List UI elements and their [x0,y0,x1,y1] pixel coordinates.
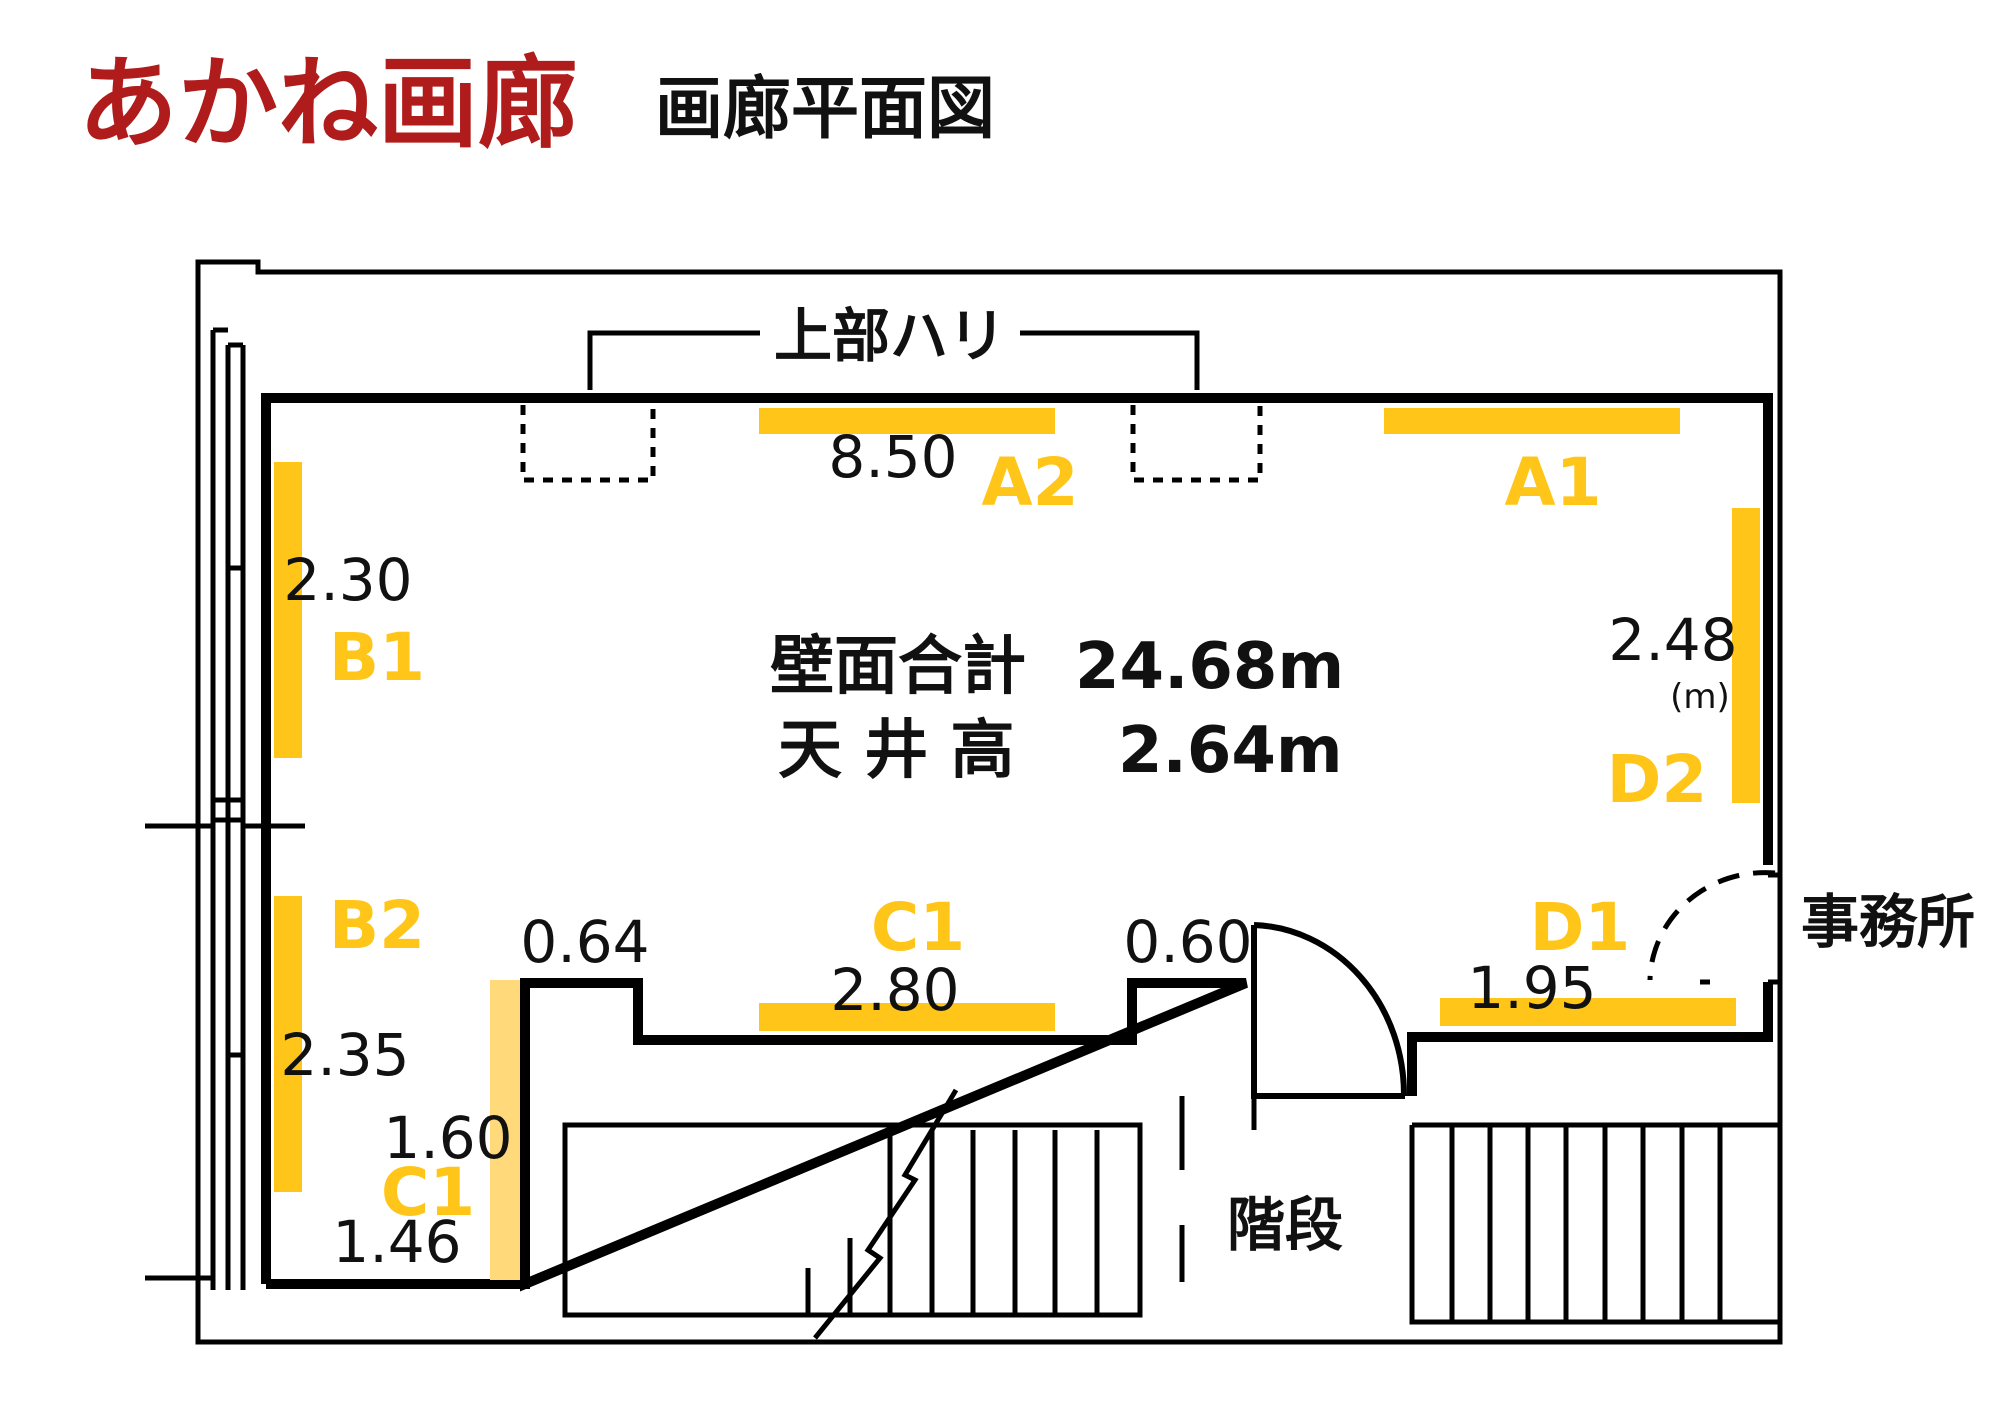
wall-total-value: 24.68m [1075,630,1344,704]
wall-id-d1: D1 [1530,889,1631,966]
office-label: 事務所 [1801,888,1975,956]
left-window-frame [145,327,305,1290]
dim-c1-side: 1.60 [383,1104,512,1172]
beam-label: 上部ハリ [774,302,1006,370]
unit-label: (m) [1670,677,1730,717]
beam-bracket [587,330,1200,390]
dim-c1-bottom: 2.80 [830,956,959,1024]
gallery-wall [261,393,1773,1292]
wall-id-a2: A2 [981,444,1078,521]
dim-left-step: 0.64 [520,908,649,976]
dim-right-step: 0.60 [1123,908,1252,976]
dim-b2: 2.35 [280,1021,409,1089]
building-outline [195,259,1783,1345]
wall-bar-d2 [1732,508,1760,803]
dim-d1: 1.95 [1467,954,1596,1022]
ceiling-value: 2.64m [1118,714,1343,788]
stairs-right [1409,1122,1780,1325]
dim-b1: 2.30 [283,546,412,614]
wall-id-a1: A1 [1504,444,1601,521]
ceiling-label: 天 井 高 [778,714,1015,788]
wall-bar-b1 [274,462,302,758]
dim-a2: 8.50 [828,423,957,491]
wall-bar-d1 [1440,998,1736,1026]
logo-text: あかね画廊 [78,44,578,162]
plan-title: 画廊平面図 [655,69,995,149]
dim-bottom-left: 1.46 [332,1208,461,1276]
dim-d2: 2.48 [1608,606,1737,674]
pillar-left [520,405,656,483]
wall-bar-a2 [759,408,1055,434]
stair-door [1251,922,1408,1130]
wall-bar-b2 [274,896,302,1192]
wall-id-b2: B2 [329,887,425,964]
wall-bar-c1-bottom [759,1003,1055,1031]
wall-bar-a1 [1384,408,1680,434]
wall-id-d2: D2 [1607,741,1708,818]
stairs-left [562,1088,1185,1340]
office-door [1647,870,1780,985]
stairs-label: 階段 [1227,1191,1343,1259]
wall-id-c1-side: C1 [381,1154,475,1231]
wall-total-label: 壁面合計 [770,630,1026,704]
pillar-right [1130,405,1263,483]
wall-id-b1: B1 [329,619,425,696]
wall-bar-c1-side [490,980,520,1280]
wall-id-c1-bottom: C1 [871,889,965,966]
